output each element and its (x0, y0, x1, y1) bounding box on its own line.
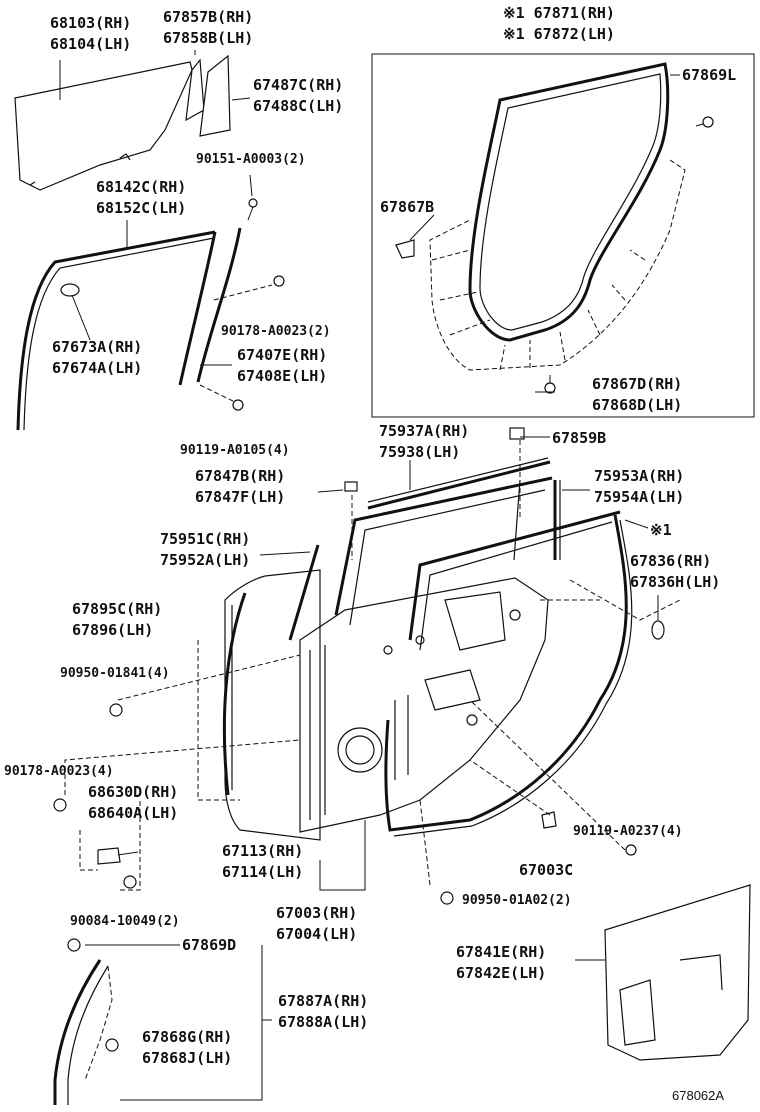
callout-90119-A0105: 90119-A0105(4) (180, 443, 290, 458)
callout-note-1: ※1 (650, 521, 672, 539)
callout-67896: 67896(LH) (72, 621, 153, 639)
callout-68630D: 68630D(RH) (88, 783, 178, 801)
callout-labels: 68103(RH) 68104(LH) 67857B(RH) 67858B(LH… (4, 4, 736, 1103)
callout-67836: 67836(RH) (630, 552, 711, 570)
garnish-drawing (53, 938, 272, 1105)
callout-67842E: 67842E(LH) (456, 964, 546, 982)
callout-68640A: 68640A(LH) (88, 804, 178, 822)
callout-67408E: 67408E(LH) (237, 367, 327, 385)
bolt-90119-drawing (232, 399, 244, 411)
callout-68152C: 68152C(LH) (96, 199, 186, 217)
callout-67407E: 67407E(RH) (237, 346, 327, 364)
callout-67004: 67004(LH) (276, 925, 357, 943)
callout-67857B: 67857B(RH) (163, 8, 253, 26)
callout-90119-A0237: 90119-A0237(4) (573, 824, 683, 839)
callout-67887A: 67887A(RH) (278, 992, 368, 1010)
callout-68104: 68104(LH) (50, 35, 131, 53)
callout-67868D: 67868D(LH) (592, 396, 682, 414)
callout-68103: 68103(RH) (50, 14, 131, 32)
trim-panel-drawing (575, 884, 751, 1061)
callout-67867D: 67867D(RH) (592, 375, 682, 393)
callout-68142C: 68142C(RH) (96, 178, 186, 196)
callout-75953A: 75953A(RH) (594, 467, 684, 485)
callout-67673A: 67673A(RH) (52, 338, 142, 356)
run-channel-drawing (16, 227, 242, 431)
callout-67114: 67114(LH) (222, 863, 303, 881)
callout-67674A: 67674A(LH) (52, 359, 142, 377)
callout-67841E: 67841E(RH) (456, 943, 546, 961)
callout-67113: 67113(RH) (222, 842, 303, 860)
callout-75954A: 75954A(LH) (594, 488, 684, 506)
figure-number: 678062A (672, 1088, 724, 1103)
leader-lines (59, 50, 681, 891)
door-glass-drawing (14, 61, 193, 191)
callout-67488C: 67488C(LH) (253, 97, 343, 115)
bolt-90151-drawing (247, 198, 258, 221)
callout-67867B: 67867B (380, 198, 434, 216)
nut-upper-drawing (273, 275, 285, 287)
callout-67487C: 67487C(RH) (253, 76, 343, 94)
door-panel-drawing (53, 427, 665, 905)
callout-75938: 75938(LH) (379, 443, 460, 461)
callout-90950-01841: 90950-01841(4) (60, 666, 170, 681)
callout-67869L: 67869L (682, 66, 736, 84)
callout-90950-01A02: 90950-01A02(2) (462, 893, 572, 908)
callout-75937A: 75937A(RH) (379, 422, 469, 440)
callout-67836H: 67836H(LH) (630, 573, 720, 591)
callout-67003C: 67003C (519, 861, 573, 879)
callout-67868J: 67868J(LH) (142, 1049, 232, 1067)
callout-90178-A0023-upper: 90178-A0023(2) (221, 324, 331, 339)
callout-75952A: 75952A(LH) (160, 551, 250, 569)
glass-channel-clip-drawing (185, 54, 231, 137)
callout-75951C: 75951C(RH) (160, 530, 250, 548)
callout-67871: ※1 67871(RH) (503, 4, 615, 22)
callout-90178-A0023-lower: 90178-A0023(4) (4, 764, 114, 779)
callout-67003: 67003(RH) (276, 904, 357, 922)
callout-67847B: 67847B(RH) (195, 467, 285, 485)
callout-67869D: 67869D (182, 936, 236, 954)
callout-67872: ※1 67872(LH) (503, 25, 615, 43)
callout-67895C: 67895C(RH) (72, 600, 162, 618)
callout-90151-A0003: 90151-A0003(2) (196, 152, 306, 167)
weatherstrip-inset (371, 53, 755, 418)
callout-67858B: 67858B(LH) (163, 29, 253, 47)
callout-67859B: 67859B (552, 429, 606, 447)
callout-67847F: 67847F(LH) (195, 488, 285, 506)
callout-67888A: 67888A(LH) (278, 1013, 368, 1031)
callout-67868G: 67868G(RH) (142, 1028, 232, 1046)
callout-90084-10049: 90084-10049(2) (70, 914, 180, 929)
